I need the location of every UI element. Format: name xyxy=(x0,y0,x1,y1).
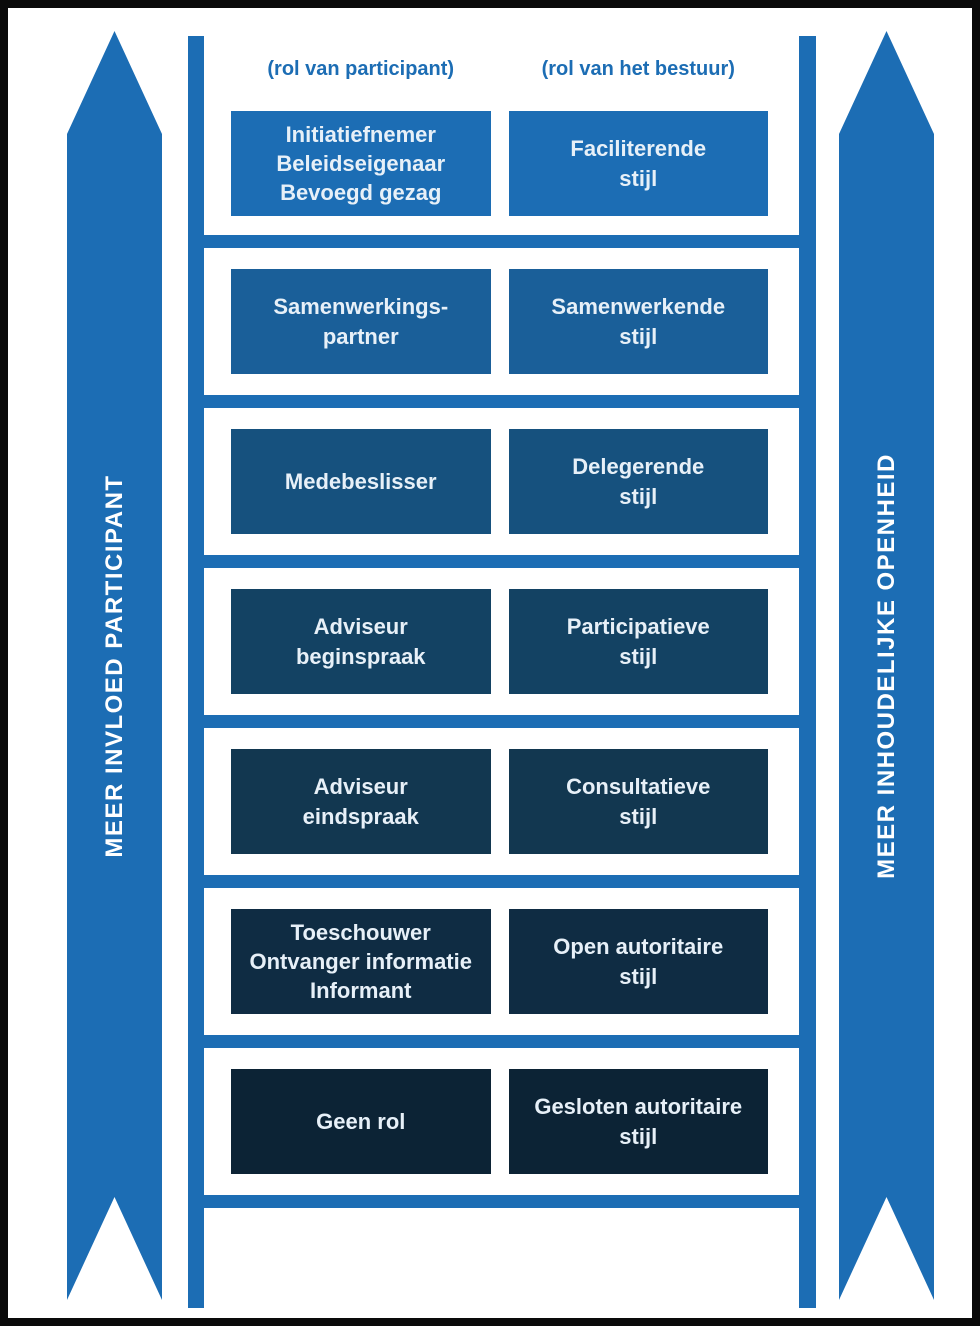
ladder-section-1: (rol van participant) (rol van het bestu… xyxy=(204,36,799,235)
ladder-rung-6 xyxy=(204,1035,799,1048)
ladder-row-1: Initiatiefnemer Beleidseigenaar Bevoegd … xyxy=(204,111,799,216)
column-header-participant: (rol van participant) xyxy=(267,58,455,80)
left-axis-banner: MEER INVLOED PARTICIPANT xyxy=(67,31,162,1300)
ladder: (rol van participant) (rol van het bestu… xyxy=(188,36,816,1308)
ladder-row-3: Medebeslisser Delegerende stijl xyxy=(204,429,799,534)
bestuur-style-box-1: Faciliterende stijl xyxy=(508,111,768,216)
ladder-rung-4 xyxy=(204,715,799,728)
ladder-left-rail xyxy=(188,36,204,1308)
bestuur-style-box-7: Gesloten autoritaire stijl xyxy=(508,1069,768,1174)
ladder-section-3: Medebeslisser Delegerende stijl xyxy=(204,408,799,555)
right-axis-banner: MEER INHOUDELIJKE OPENHEID xyxy=(839,31,934,1300)
ladder-section-7: Geen rol Gesloten autoritaire stijl xyxy=(204,1048,799,1195)
participant-role-box-5: Adviseur eindspraak xyxy=(231,749,491,854)
ladder-section-4: Adviseur beginspraak Participatieve stij… xyxy=(204,568,799,715)
left-axis-label: MEER INVLOED PARTICIPANT xyxy=(100,473,128,858)
ladder-row-7: Geen rol Gesloten autoritaire stijl xyxy=(204,1069,799,1174)
ladder-section-2: Samenwerkings- partner Samenwerkende sti… xyxy=(204,248,799,395)
ladder-right-rail xyxy=(799,36,816,1308)
bestuur-style-box-4: Participatieve stijl xyxy=(508,589,768,694)
ladder-row-5: Adviseur eindspraak Consultatieve stijl xyxy=(204,749,799,854)
ladder-section-6: Toeschouwer Ontvanger informatie Informa… xyxy=(204,888,799,1035)
ladder-rung-2 xyxy=(204,395,799,408)
bestuur-style-box-5: Consultatieve stijl xyxy=(508,749,768,854)
ladder-section-5: Adviseur eindspraak Consultatieve stijl xyxy=(204,728,799,875)
bestuur-style-box-6: Open autoritaire stijl xyxy=(508,909,768,1014)
ladder-row-4: Adviseur beginspraak Participatieve stij… xyxy=(204,589,799,694)
participant-role-box-4: Adviseur beginspraak xyxy=(231,589,491,694)
ladder-rung-3 xyxy=(204,555,799,568)
ladder-bottom-empty-section xyxy=(204,1208,799,1308)
participant-role-box-6: Toeschouwer Ontvanger informatie Informa… xyxy=(231,909,491,1014)
ladder-row-6: Toeschouwer Ontvanger informatie Informa… xyxy=(204,909,799,1014)
ladder-rung-5 xyxy=(204,875,799,888)
ladder-rung-7 xyxy=(204,1195,799,1208)
ladder-body: (rol van participant) (rol van het bestu… xyxy=(204,36,799,1308)
column-headers: (rol van participant) (rol van het bestu… xyxy=(204,36,799,111)
column-header-bestuur: (rol van het bestuur) xyxy=(541,58,735,80)
participant-role-box-7: Geen rol xyxy=(231,1069,491,1174)
ladder-rung-1 xyxy=(204,235,799,248)
ladder-row-2: Samenwerkings- partner Samenwerkende sti… xyxy=(204,269,799,374)
bestuur-style-box-2: Samenwerkende stijl xyxy=(508,269,768,374)
bestuur-style-box-3: Delegerende stijl xyxy=(508,429,768,534)
participant-role-box-3: Medebeslisser xyxy=(231,429,491,534)
participant-role-box-1: Initiatiefnemer Beleidseigenaar Bevoegd … xyxy=(231,111,491,216)
right-axis-label: MEER INHOUDELIJKE OPENHEID xyxy=(872,452,900,879)
participant-role-box-2: Samenwerkings- partner xyxy=(231,269,491,374)
